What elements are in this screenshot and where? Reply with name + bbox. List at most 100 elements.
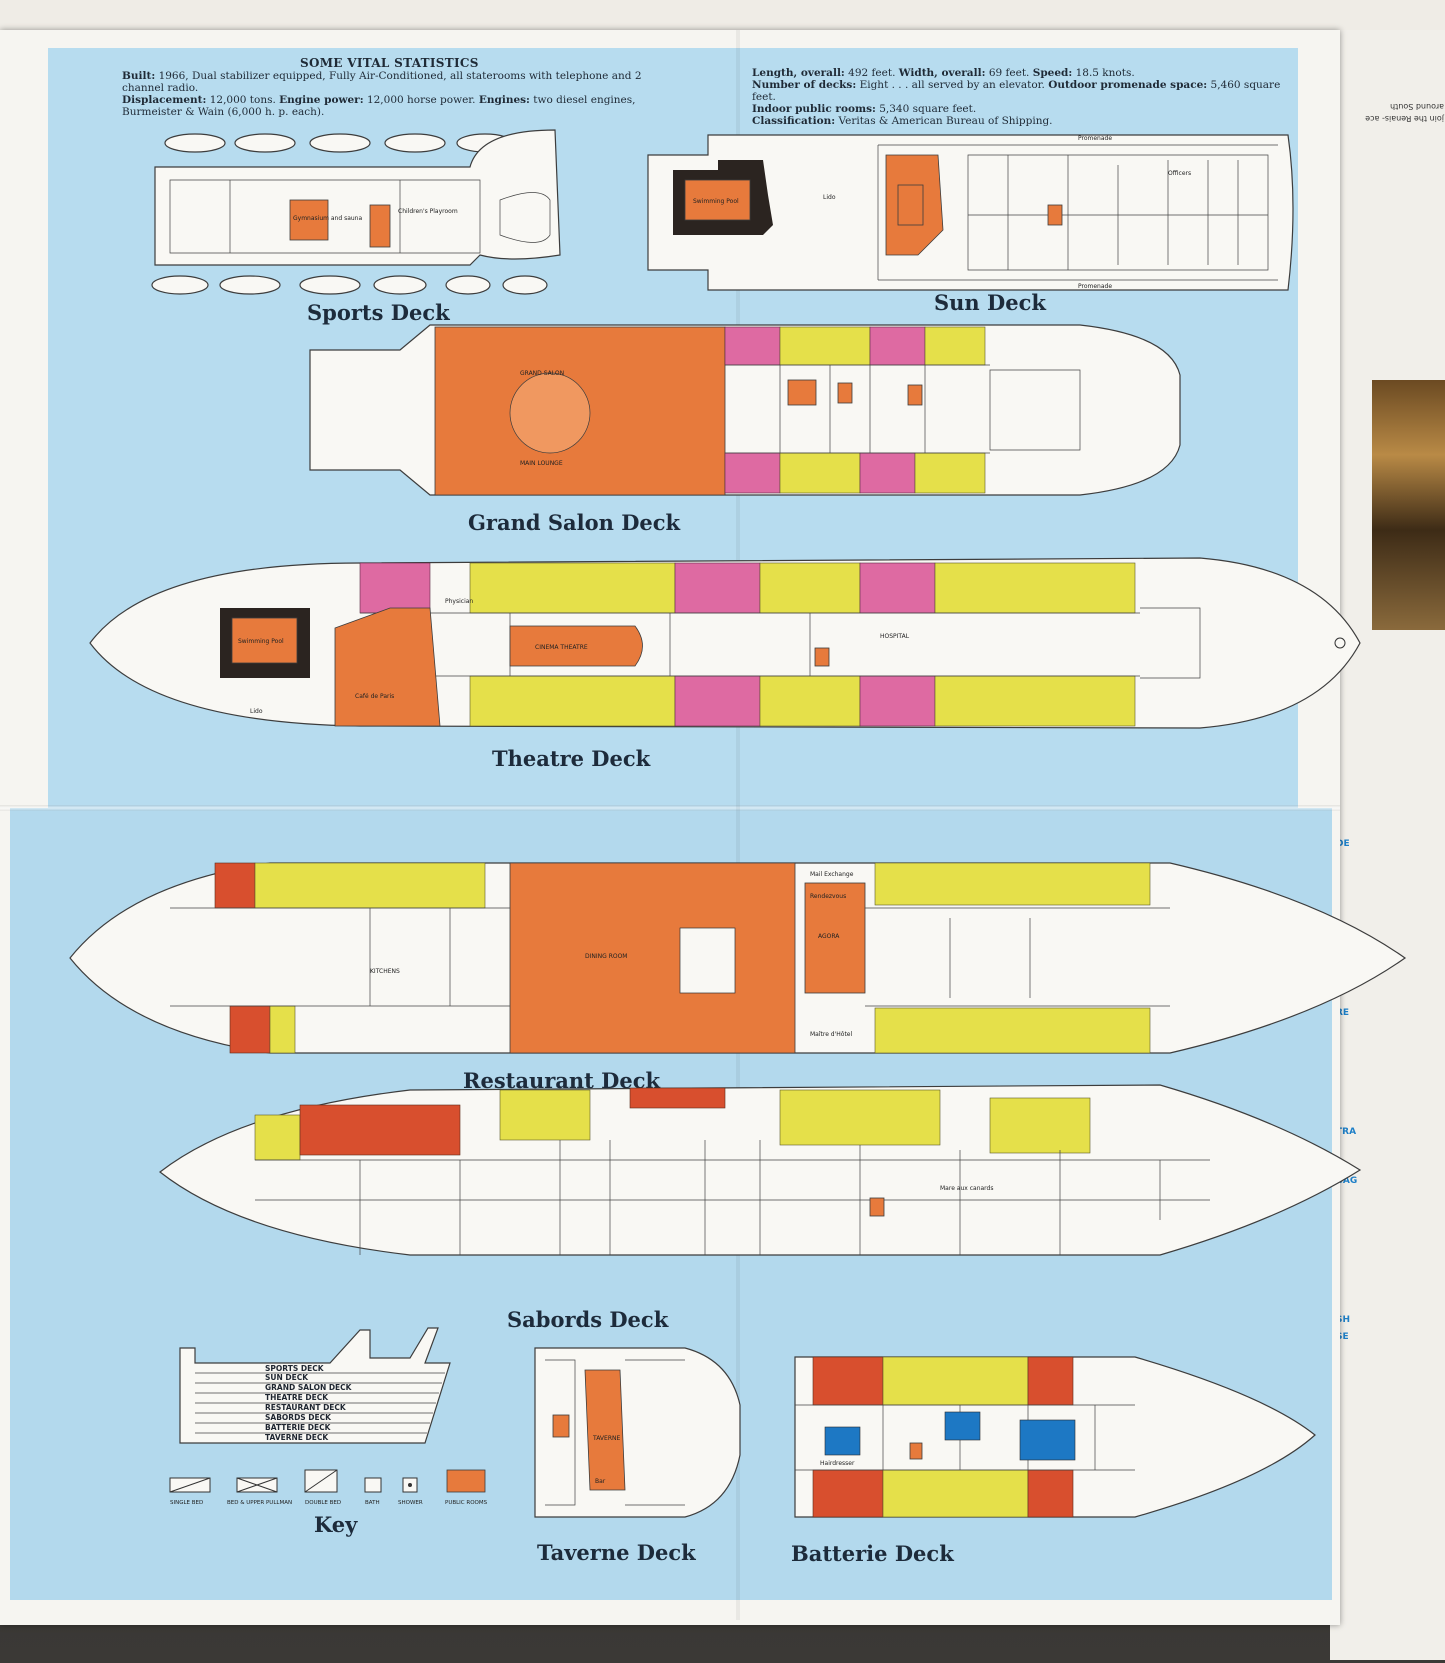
side-heading-5: SH bbox=[1336, 1315, 1351, 1325]
grand-salon-deck-plan: GRAND SALON MAIN LOUNGE bbox=[309, 324, 1181, 496]
sabords-deck-plan: Mare aux canards bbox=[159, 1084, 1362, 1256]
profile-level-8: TAVERNE DECK bbox=[265, 1433, 329, 1442]
side-heading-6: SE bbox=[1336, 1332, 1349, 1342]
gymnasium bbox=[289, 199, 329, 241]
rendezvous-label: Rendezvous bbox=[810, 893, 846, 900]
ship-profile: SPORTS DECK SUN DECK GRAND SALON DECK TH… bbox=[179, 1327, 451, 1444]
mail-label: Mail Exchange bbox=[810, 871, 854, 878]
displacement-label: Displacement: bbox=[122, 94, 207, 106]
agora bbox=[804, 882, 866, 994]
paper-fold-vertical bbox=[736, 30, 740, 1620]
theatre-cabins-top bbox=[359, 562, 1136, 614]
indoor-text: 5,340 square feet. bbox=[879, 103, 977, 115]
adjacent-page bbox=[1330, 30, 1445, 1660]
adjacent-column-text: DE RE TRA BAG SH SE bbox=[1336, 840, 1444, 1342]
taverne-label: TAVERNE bbox=[592, 1435, 620, 1442]
theatre-lido-label: Lido bbox=[250, 708, 263, 715]
length-text: 492 feet. bbox=[848, 67, 896, 79]
built-text: 1966, Dual stabilizer equipped, Fully Ai… bbox=[122, 70, 642, 94]
key-public-rooms: PUBLIC ROOMS bbox=[445, 1500, 488, 1506]
cabins-top bbox=[724, 326, 986, 494]
theatre-deck-title: Theatre Deck bbox=[492, 746, 651, 771]
cafe-de-paris bbox=[334, 607, 441, 727]
key-shower: SHOWER bbox=[398, 1500, 423, 1506]
sun-deck-title: Sun Deck bbox=[934, 290, 1046, 315]
speed-text: 18.5 knots. bbox=[1075, 67, 1135, 79]
engine-power-text: 12,000 horse power. bbox=[366, 94, 476, 106]
sun-deck-hull bbox=[647, 134, 1294, 291]
sports-deck-title: Sports Deck bbox=[307, 300, 450, 325]
key-title: Key bbox=[314, 1512, 358, 1537]
batterie-deck-title: Batterie Deck bbox=[791, 1541, 954, 1566]
side-heading-3: TRA bbox=[1336, 1127, 1357, 1137]
engines-label: Engines: bbox=[478, 94, 530, 106]
cafe-label: Café de Paris bbox=[355, 693, 394, 700]
key-bath: BATH bbox=[365, 1500, 380, 1506]
bed-upper-pullman-icon bbox=[236, 1477, 278, 1493]
speed-label: Speed: bbox=[1032, 67, 1073, 79]
profile-level-7: BATTERIE DECK bbox=[265, 1423, 332, 1432]
shower-icon bbox=[402, 1477, 418, 1493]
key-single-bed: SINGLE BED bbox=[170, 1500, 203, 1506]
theatre-pool bbox=[231, 617, 298, 664]
playroom bbox=[369, 204, 391, 248]
adjacent-upside-text: join the Renais- ace around South bbox=[1344, 100, 1444, 124]
playroom-label: Children's Playroom bbox=[398, 208, 458, 215]
theatre-cabins-bottom bbox=[469, 675, 1136, 727]
kitchens-label: KITCHENS bbox=[370, 968, 400, 975]
batterie-deck-plan: Hairdresser bbox=[794, 1356, 1316, 1518]
batterie-blue-room-2 bbox=[944, 1411, 981, 1441]
width-text: 69 feet. bbox=[988, 67, 1030, 79]
cinema-label: CINEMA THEATRE bbox=[535, 644, 588, 651]
side-heading-1: DE bbox=[1336, 839, 1350, 849]
promenade-top-label: Promenade bbox=[1078, 135, 1112, 142]
stats-left-block: Built: 1966, Dual stabilizer equipped, F… bbox=[122, 70, 682, 118]
engines-text: two diesel engines, Burmeister & Wain (6… bbox=[122, 94, 636, 118]
restaurant-deck-plan: DINING ROOM AGORA Rendezvous Mail Exchan… bbox=[69, 862, 1407, 1054]
decks-text: Eight . . . all served by an elevator. bbox=[859, 79, 1045, 91]
officers-label: Officers bbox=[1168, 170, 1191, 177]
profile-hull bbox=[179, 1327, 451, 1444]
key-legend: SINGLE BED BED & UPPER PULLMAN DOUBLE BE… bbox=[169, 1469, 488, 1506]
cinema-theatre bbox=[509, 625, 643, 667]
batterie-cabins bbox=[812, 1356, 1074, 1518]
side-heading-2: RE bbox=[1336, 1008, 1350, 1018]
pool-label: Swimming Pool bbox=[693, 198, 739, 205]
dining-room bbox=[509, 862, 796, 1054]
profile-level-6: SABORDS DECK bbox=[265, 1413, 332, 1422]
stats-right-block: Length, overall: 492 feet. Width, overal… bbox=[752, 67, 1292, 127]
grand-salon-deck-title: Grand Salon Deck bbox=[468, 510, 681, 535]
sun-deck-plan: Swimming Pool Lido Promenade Promenade O… bbox=[647, 134, 1294, 291]
restaurant-cabins bbox=[214, 862, 1151, 1054]
taverne-deck-plan: TAVERNE Bar bbox=[534, 1347, 741, 1518]
sabords-cabins bbox=[254, 1087, 1091, 1161]
sports-deck-plan: Gymnasium and sauna Children's Playroom bbox=[151, 129, 561, 295]
mare-label: Mare aux canards bbox=[940, 1185, 993, 1192]
displacement-text: 12,000 tons. bbox=[209, 94, 276, 106]
lifeboats-top bbox=[164, 133, 514, 153]
indoor-label: Indoor public rooms: bbox=[752, 103, 876, 115]
main-lounge-label: MAIN LOUNGE bbox=[520, 460, 563, 467]
sports-deck-hull bbox=[154, 129, 561, 266]
agora-label: AGORA bbox=[818, 933, 840, 940]
theatre-pool-label: Swimming Pool bbox=[238, 638, 284, 645]
gym-label: Gymnasium and sauna bbox=[293, 215, 362, 222]
profile-level-3: GRAND SALON DECK bbox=[265, 1383, 353, 1392]
single-bed-icon bbox=[169, 1477, 211, 1493]
dining-label: DINING ROOM bbox=[585, 953, 627, 960]
promenade-bottom-label: Promenade bbox=[1078, 283, 1112, 290]
width-label: Width, overall: bbox=[898, 67, 986, 79]
profile-level-4: THEATRE DECK bbox=[265, 1393, 329, 1402]
profile-level-1: SPORTS DECK bbox=[265, 1364, 325, 1373]
adjacent-photo bbox=[1372, 380, 1445, 630]
sabords-deck-title: Sabords Deck bbox=[507, 1307, 669, 1332]
swimming-pool bbox=[684, 179, 751, 221]
theatre-deck-plan: Swimming Pool Lido Café de Paris CINEMA … bbox=[89, 557, 1361, 729]
side-heading-4: BAG bbox=[1336, 1176, 1358, 1186]
length-label: Length, overall: bbox=[752, 67, 845, 79]
built-label: Built: bbox=[122, 70, 156, 82]
taverne-deck-title: Taverne Deck bbox=[537, 1540, 696, 1565]
decks-label: Number of decks: bbox=[752, 79, 857, 91]
bath-icon bbox=[364, 1477, 382, 1493]
lido-label: Lido bbox=[823, 194, 836, 201]
